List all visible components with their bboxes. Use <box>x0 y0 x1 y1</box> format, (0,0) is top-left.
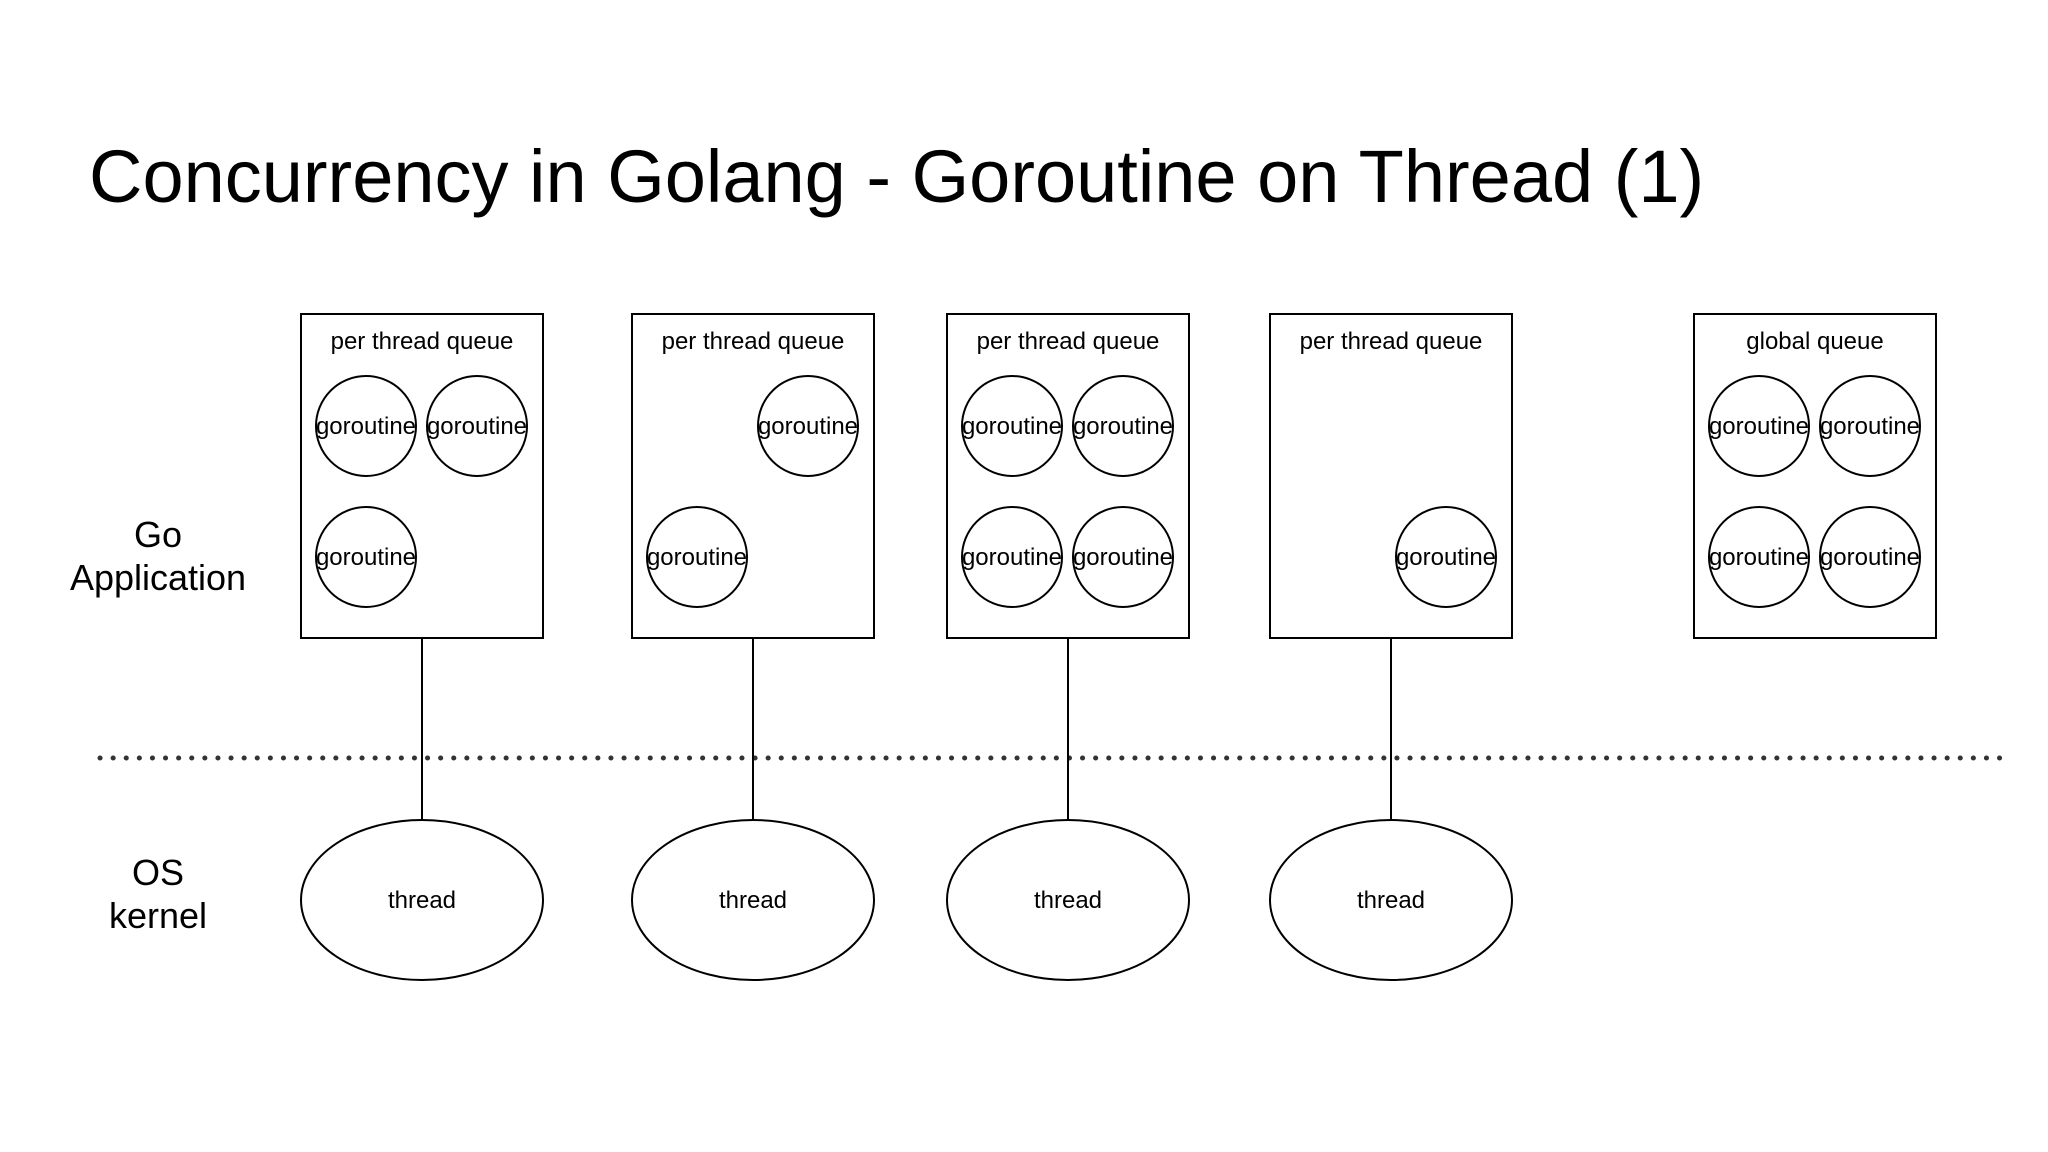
goroutine-label: goroutine <box>1709 413 1809 440</box>
queue-group: per thread queue goroutine goroutine thread <box>631 313 875 981</box>
goroutine-circle <box>757 375 859 477</box>
goroutine-circle <box>1819 506 1921 608</box>
goroutine-label: goroutine <box>962 544 1062 571</box>
thread-ellipse <box>631 819 875 981</box>
queue-box <box>631 313 875 639</box>
queues-layer: per thread queue goroutine goroutine gorout… <box>300 313 1937 981</box>
queue-label: per thread queue <box>662 328 845 355</box>
goroutine-circle <box>1708 375 1810 477</box>
slide-title: Concurrency in Golang - Goroutine on Thr… <box>89 135 1705 218</box>
goroutine-label: goroutine <box>1820 544 1920 571</box>
goroutine-circle <box>1072 506 1174 608</box>
thread-label: thread <box>388 887 456 914</box>
thread-label: thread <box>719 887 787 914</box>
go-application-label-line1: Go <box>133 514 183 555</box>
go-application-label: Go Application <box>48 513 268 599</box>
goroutine-circle <box>426 375 528 477</box>
queue-label: per thread queue <box>1300 328 1483 355</box>
queue-label: global queue <box>1746 328 1883 355</box>
os-kernel-label-line2: kernel <box>108 895 208 936</box>
thread-ellipse <box>1269 819 1513 981</box>
goroutine-label: goroutine <box>962 413 1062 440</box>
queue-box <box>1693 313 1937 639</box>
queue-group: per thread queue goroutine goroutine gorout… <box>946 313 1190 981</box>
goroutine-label: goroutine <box>1820 413 1920 440</box>
os-kernel-label-line1: OS <box>131 852 184 893</box>
goroutine-label: goroutine <box>647 544 747 571</box>
goroutine-label: goroutine <box>1396 544 1496 571</box>
goroutine-circle <box>1819 375 1921 477</box>
goroutine-circle <box>315 375 417 477</box>
os-kernel-label: OS kernel <box>48 851 268 937</box>
goroutine-circle <box>646 506 748 608</box>
queue-label: per thread queue <box>977 328 1160 355</box>
queue-box <box>1269 313 1513 639</box>
goroutine-circle <box>1708 506 1810 608</box>
thread-ellipse <box>300 819 544 981</box>
goroutine-circle <box>961 506 1063 608</box>
go-application-label-line2: Application <box>69 557 247 598</box>
goroutine-circle <box>315 506 417 608</box>
goroutine-circle <box>1072 375 1174 477</box>
queue-box <box>946 313 1190 639</box>
queue-box <box>300 313 544 639</box>
thread-ellipse <box>946 819 1190 981</box>
queue-group: per thread queue goroutine thread <box>1269 313 1513 981</box>
goroutine-label: goroutine <box>1073 413 1173 440</box>
thread-label: thread <box>1357 887 1425 914</box>
goroutine-label: goroutine <box>1073 544 1173 571</box>
goroutine-circle <box>961 375 1063 477</box>
goroutine-label: goroutine <box>316 544 416 571</box>
queue-group: per thread queue goroutine goroutine gorout… <box>300 313 544 981</box>
goroutine-label: goroutine <box>758 413 858 440</box>
thread-label: thread <box>1034 887 1102 914</box>
goroutine-label: goroutine <box>1709 544 1809 571</box>
goroutine-label: goroutine <box>316 413 416 440</box>
queue-label: per thread queue <box>331 328 514 355</box>
goroutine-circle <box>1395 506 1497 608</box>
goroutine-label: goroutine <box>427 413 527 440</box>
queue-group: global queue goroutine goroutine goroutine g… <box>1693 313 1937 639</box>
